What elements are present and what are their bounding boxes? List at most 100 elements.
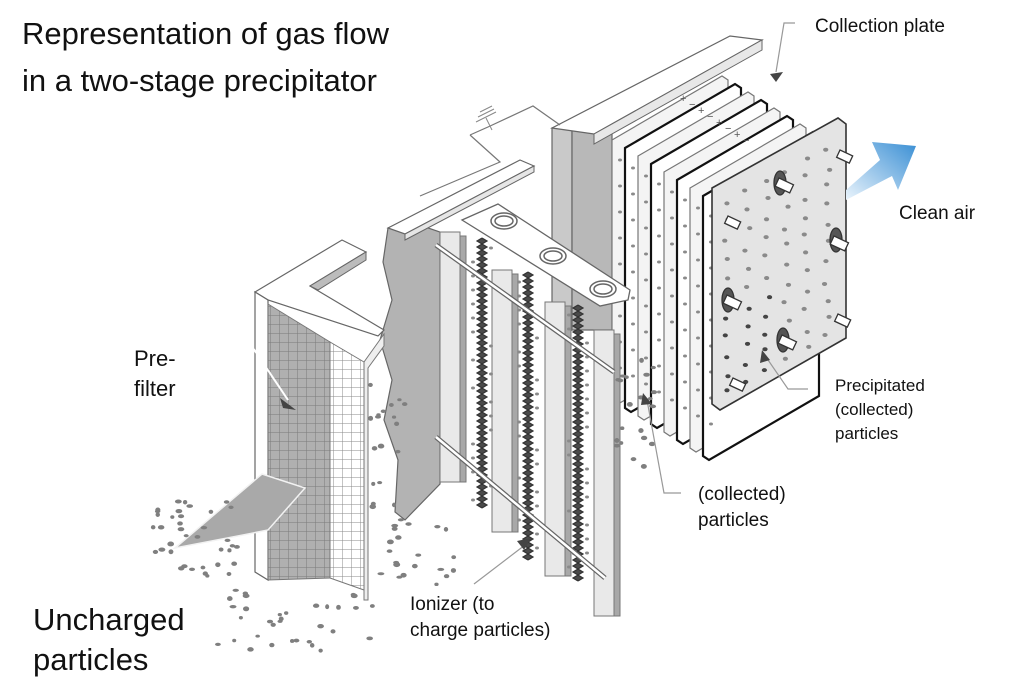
particle (724, 388, 730, 393)
particle (489, 344, 493, 348)
particle (229, 544, 236, 548)
particle (696, 362, 700, 366)
particle (517, 322, 521, 326)
particle (189, 567, 196, 571)
particle (175, 509, 183, 514)
particle (567, 439, 571, 443)
particle (471, 386, 475, 390)
particle (644, 356, 648, 360)
polarity-mark: − (725, 123, 731, 135)
particle (443, 527, 449, 532)
particle (293, 638, 300, 643)
particle (802, 173, 808, 178)
particle (618, 184, 622, 188)
particle (804, 329, 810, 334)
particle (670, 242, 674, 246)
particle (567, 509, 571, 513)
particle (270, 622, 276, 627)
particle (389, 403, 394, 407)
particle (317, 623, 324, 629)
label-prefilter: Pre- filter (134, 344, 176, 404)
particle (631, 270, 635, 274)
ionizer-channels (439, 231, 621, 617)
label-ionizer: Ionizer (to charge particles) (410, 592, 550, 644)
particle (318, 648, 323, 653)
uncharged-line-2: particles (33, 642, 149, 677)
particle (824, 182, 830, 187)
particle (242, 606, 250, 612)
particle (386, 549, 393, 553)
particle (535, 378, 539, 382)
page-title: Representation of gas flow in a two-stag… (22, 10, 389, 104)
polarity-mark: + (734, 129, 740, 141)
particle (386, 539, 394, 545)
particle (657, 312, 661, 316)
particle (415, 553, 422, 557)
particle (640, 435, 648, 441)
particle (368, 415, 374, 421)
particle (801, 232, 807, 237)
particle (657, 286, 661, 290)
particle (489, 414, 493, 418)
particle (218, 547, 224, 552)
particle (167, 541, 175, 547)
particle (746, 306, 752, 311)
particle (745, 266, 752, 271)
particle (657, 364, 661, 368)
label-collected-particles: (collected) particles (698, 482, 786, 534)
particle (380, 409, 386, 413)
particle (183, 534, 189, 538)
particle (624, 375, 629, 379)
particle (471, 316, 475, 320)
particle (696, 414, 700, 418)
particle (517, 476, 521, 480)
particle (471, 442, 475, 446)
particle (670, 216, 674, 220)
particle (648, 441, 656, 447)
particle (650, 390, 658, 395)
particle (763, 314, 769, 319)
particle (825, 299, 831, 304)
particle (638, 428, 644, 434)
particle (368, 382, 373, 387)
ionizer-channel-edge (459, 235, 467, 483)
label-uncharged-particles: Uncharged particles (33, 600, 185, 680)
particle (670, 372, 674, 376)
leader-collected (646, 399, 681, 494)
particle (643, 372, 650, 377)
particle (696, 258, 700, 262)
particle (200, 565, 206, 570)
particle (535, 448, 539, 452)
particle (618, 210, 622, 214)
particle (369, 604, 375, 608)
particle (330, 629, 336, 634)
particle (724, 256, 730, 261)
particle (489, 428, 493, 432)
particle (391, 523, 399, 528)
clean-air-arrow (846, 142, 916, 200)
particle (227, 548, 232, 553)
pre-filter-assembly (172, 239, 385, 601)
particle (781, 227, 788, 232)
particle (585, 341, 589, 345)
particle (223, 500, 230, 504)
prefilter-top (253, 239, 385, 337)
precipitated-line-2: (collected) (835, 400, 914, 419)
prefilter-mesh-dark (267, 303, 331, 581)
particle (450, 568, 457, 573)
particle (255, 634, 260, 638)
particle (215, 562, 221, 568)
particle (821, 281, 828, 286)
particle (269, 642, 275, 648)
particle (489, 372, 493, 376)
particle (670, 320, 674, 324)
particle (785, 204, 791, 209)
particle (309, 643, 315, 648)
particle (744, 341, 751, 346)
particle (567, 313, 571, 317)
particle (395, 535, 402, 540)
particle (585, 425, 589, 429)
particle (762, 332, 768, 337)
particle (177, 514, 185, 519)
particle (158, 547, 166, 552)
